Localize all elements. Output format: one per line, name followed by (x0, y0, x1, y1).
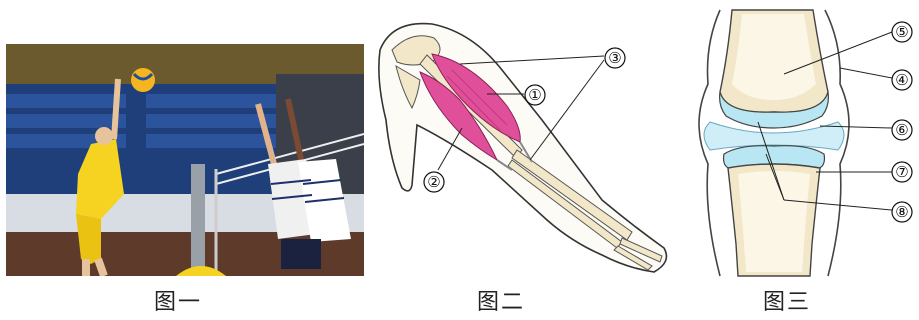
label-3: ③ (608, 49, 621, 67)
label-5: ⑤ (895, 23, 908, 41)
label-2: ② (427, 173, 440, 191)
label-1: ① (528, 86, 541, 104)
label-8: ⑧ (895, 203, 908, 221)
volleyball-photo-image (6, 44, 364, 276)
label-7: ⑦ (895, 163, 908, 181)
figure-3-caption: 图三 (763, 284, 811, 316)
label-4: ④ (895, 71, 908, 89)
figure-3-joint-diagram: ⑤ ④ ⑥ ⑦ ⑧ (680, 4, 916, 280)
figure-2-caption: 图二 (477, 284, 525, 316)
figure-2-arm-diagram: ① ② ③ (372, 10, 672, 278)
figure-1-caption: 图一 (154, 284, 202, 316)
figure-1-photo (6, 44, 364, 276)
label-6: ⑥ (895, 121, 908, 139)
